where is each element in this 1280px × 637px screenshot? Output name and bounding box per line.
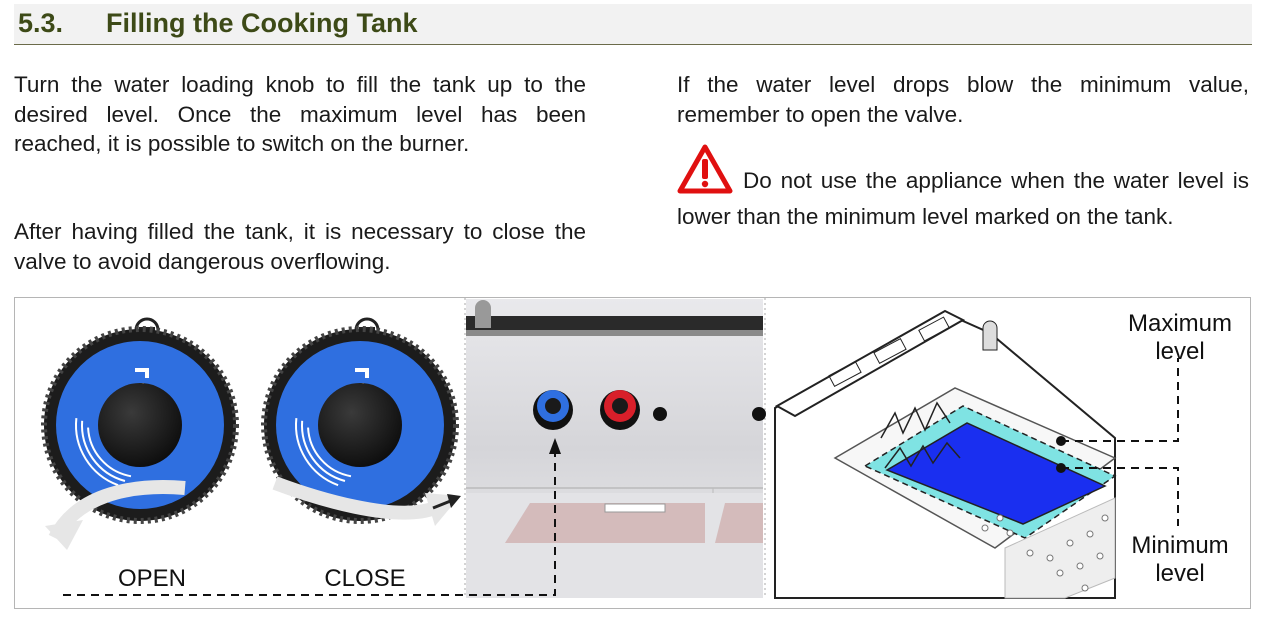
close-knob-illustration (261, 317, 461, 526)
section-heading: 5.3. Filling the Cooking Tank (14, 4, 1252, 45)
section-number: 5.3. (18, 8, 64, 38)
warning-text: Do not use the appliance when the water … (677, 168, 1249, 229)
instruction-paragraph-close-valve: After having filled the tank, it is nece… (14, 219, 586, 274)
instruction-paragraph-fill: Turn the water loading knob to fill the … (14, 72, 586, 156)
control-panel-illustration (466, 299, 766, 598)
knob-location-arrow (63, 438, 561, 596)
section-title: Filling the Cooking Tank (106, 8, 418, 38)
warning-triangle-icon (677, 144, 733, 194)
tank-illustration (774, 309, 1179, 599)
minimum-level-label: Minimum level (1131, 532, 1229, 587)
warning-paragraph: Do not use the appliance when the water … (677, 144, 1249, 235)
figure-illustration (41, 298, 1179, 599)
open-label: OPEN (117, 565, 186, 592)
instruction-paragraph-open-valve: If the water level drops blow the minimu… (677, 72, 1249, 127)
tank-filling-figure: OPEN CLOSE Maximum level Minimum level (14, 297, 1251, 609)
open-knob-illustration (41, 317, 239, 550)
close-label: CLOSE (324, 565, 406, 592)
maximum-level-label: Maximum level (1127, 310, 1232, 365)
